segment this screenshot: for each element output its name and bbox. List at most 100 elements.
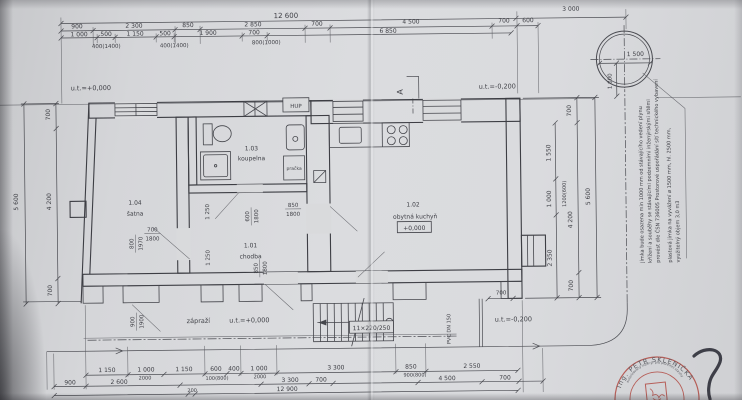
window-spec: 400(1400) xyxy=(92,44,121,50)
dim: 700 xyxy=(315,377,327,384)
washer-label: pračka xyxy=(286,165,302,172)
dim: 1 000 xyxy=(70,31,87,38)
porch-width-dim: 700 xyxy=(496,290,507,296)
dim: 1 150 xyxy=(126,31,143,38)
stamp-shield xyxy=(644,381,668,400)
stairs-label: 11×220/250 xyxy=(353,325,391,332)
door-spec: 1800 xyxy=(286,212,301,218)
dim: 4 200 xyxy=(567,211,574,228)
staircase xyxy=(312,297,395,347)
door-spec: 850 xyxy=(288,203,299,209)
dim: 700 xyxy=(45,109,52,121)
dim: 700 xyxy=(498,17,510,24)
dim: 700 xyxy=(566,105,573,117)
dim: 4 500 xyxy=(402,18,419,25)
well-diameter: 1 500 xyxy=(627,51,644,58)
dim: 1 000 xyxy=(546,190,553,207)
dim: 700 xyxy=(311,21,323,28)
dim: 850 xyxy=(182,22,194,29)
door-ann: 100(800) xyxy=(205,376,228,382)
room-num: 1.03 xyxy=(245,145,259,152)
dim: 700 xyxy=(499,374,511,381)
door-ann: 2000 xyxy=(254,374,267,380)
technical-note: jímka bude osazena min 1000 mm od stávaj… xyxy=(637,79,682,264)
note-leader xyxy=(642,72,687,259)
dim-lines-top xyxy=(58,14,629,41)
dim-overall: 12 600 xyxy=(274,12,299,20)
bathroom-fixtures xyxy=(200,123,327,184)
dim-lines-right xyxy=(522,94,602,301)
window-spec: 400(1400) xyxy=(160,43,189,49)
washer-box xyxy=(283,155,306,181)
note-line: jímka bude osazena min 1000 mm od stávaj… xyxy=(637,106,646,264)
dim: 900 xyxy=(64,379,76,386)
door-spec: 1900 xyxy=(139,314,145,329)
dim: 1 150 xyxy=(98,367,115,374)
extension-lines-top xyxy=(60,9,627,104)
level-label-bottom-right: u.t.=-0,200 xyxy=(495,315,532,323)
window-spec: 1200(600) xyxy=(562,181,568,207)
dim-text-left: 5 600 700 4 200 700 xyxy=(13,109,54,297)
pvc-pipe xyxy=(478,298,484,347)
dim: 4 500 xyxy=(438,375,455,382)
door-spec: 1800 xyxy=(263,261,269,276)
porch-label: zápraží xyxy=(187,317,211,325)
kitchen-fixtures xyxy=(328,122,410,148)
chimney xyxy=(243,100,268,117)
kitchen-level: +0,000 xyxy=(403,225,425,232)
wall-bath-left xyxy=(187,116,198,186)
note-line: křížení a souběhy se stávajícími podzemn… xyxy=(645,99,654,263)
room-name: chodba xyxy=(240,253,262,260)
room-num: 1.01 xyxy=(244,242,258,249)
note-line: provést dle ČSN 736005 Prostorové uspořá… xyxy=(653,79,662,263)
dim: 1 000 xyxy=(250,365,267,372)
drawing: 12 600 3 000 900 2 300 850 2 850 700 4 5… xyxy=(0,6,741,399)
washbasin xyxy=(285,124,305,151)
well xyxy=(590,25,687,259)
kitchen-counter xyxy=(328,122,410,148)
room-name: obytná kuchyň xyxy=(393,213,438,221)
note-line: využitelný objem 3,0 m3 xyxy=(674,200,682,262)
section-letter: A xyxy=(396,89,405,95)
dim: 1 250 xyxy=(205,203,211,219)
door-spec: 700 xyxy=(147,227,158,233)
stove-burner xyxy=(386,125,396,135)
shower xyxy=(200,151,232,181)
door-spec: 600 xyxy=(245,211,251,222)
hup-label: HUP xyxy=(290,104,302,110)
section-mark: A xyxy=(396,76,420,116)
extension-lines-bottom xyxy=(46,300,544,393)
room-labels: 1.04 šatna 1.03 koupelna 1.01 chodba 1.0… xyxy=(127,145,438,260)
stove-burner xyxy=(398,125,408,135)
dim: 2 300 xyxy=(125,23,142,30)
stamp-name: Ing. PETR SKLENIČKA xyxy=(612,352,695,390)
dim: 500 xyxy=(100,31,112,38)
wc-tank xyxy=(202,123,213,146)
house-walls xyxy=(69,97,547,304)
right-wall xyxy=(505,97,523,300)
level-box xyxy=(396,220,432,234)
bay-right-lines xyxy=(527,235,535,267)
dim: 4 200 xyxy=(46,193,53,210)
dim-text-top: 12 600 3 000 900 2 300 850 2 850 700 4 5… xyxy=(70,6,579,51)
room-name: koupelna xyxy=(238,155,266,162)
level-label-top-left: u.t.=+0,000 xyxy=(71,84,111,92)
dim: 1 000 xyxy=(137,366,154,373)
dim: 3 300 xyxy=(281,377,298,384)
sewer-lines xyxy=(46,89,628,355)
dim: 200 xyxy=(187,388,197,394)
site-line-right xyxy=(656,96,741,99)
dim: 600 xyxy=(210,366,222,373)
bottom-pilasters xyxy=(82,280,523,304)
vent-shaft xyxy=(313,170,327,184)
door-specs: 700 1800 800 1970 1 250 1 250 600 1800 8… xyxy=(129,203,302,331)
door-ann: 2000 xyxy=(139,376,152,382)
stove-burner xyxy=(386,136,396,146)
dim: 1 150 xyxy=(175,366,192,373)
door-spec: 1970 xyxy=(138,236,144,251)
dim-lines-bottom xyxy=(51,367,546,399)
top-wall-openings: HUP xyxy=(114,97,462,125)
dim: 3 300 xyxy=(327,364,344,371)
